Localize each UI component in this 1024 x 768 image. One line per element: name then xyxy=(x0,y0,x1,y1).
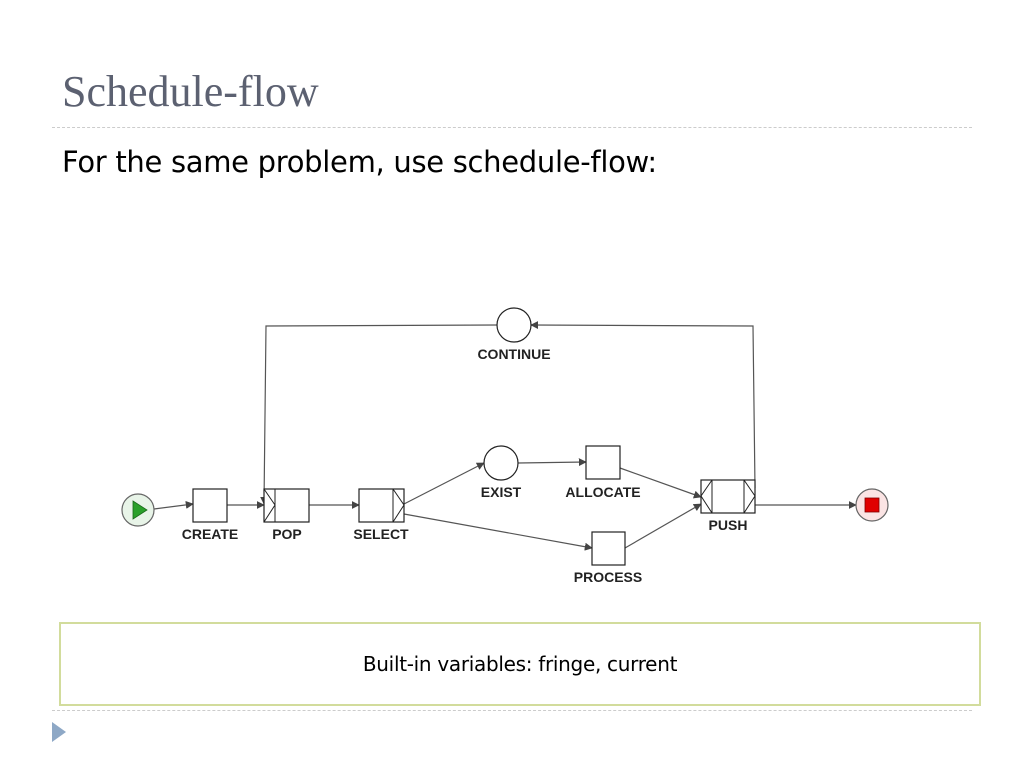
allocate-node xyxy=(585,445,621,480)
bullet-text: For the same problem, use schedule-flow: xyxy=(62,145,657,179)
edge-push-continue xyxy=(530,321,756,489)
continue-node xyxy=(496,307,532,343)
exist-node xyxy=(483,445,519,481)
push-label: PUSH xyxy=(709,517,748,533)
pop-label: POP xyxy=(272,526,302,542)
edge-allocate-push xyxy=(619,467,702,499)
edge-continue-pop xyxy=(260,324,498,505)
end-node xyxy=(855,488,889,522)
pop-node xyxy=(263,488,310,523)
edge-process-push xyxy=(624,503,702,549)
edge-exist-allocate xyxy=(517,458,587,467)
push-node xyxy=(700,479,756,514)
select-node xyxy=(358,488,405,523)
bottom-divider xyxy=(52,710,972,711)
continue-label: CONTINUE xyxy=(477,346,550,362)
note-box: Built-in variables: fringe, current xyxy=(59,622,981,706)
edge-select-exist xyxy=(403,462,485,505)
edges xyxy=(153,321,857,551)
triangle-right-icon xyxy=(52,722,66,742)
edge-start-create xyxy=(153,500,194,510)
create-label: CREATE xyxy=(182,526,239,542)
edge-select-process xyxy=(403,513,593,551)
exist-label: EXIST xyxy=(481,484,522,500)
title-divider xyxy=(52,127,972,128)
select-label: SELECT xyxy=(353,526,409,542)
create-node xyxy=(192,488,228,523)
process-label: PROCESS xyxy=(574,569,642,585)
process-node xyxy=(591,531,626,566)
start-node xyxy=(121,493,155,527)
slide-title: Schedule-flow xyxy=(62,67,319,116)
note-text: Built-in variables: fringe, current xyxy=(362,652,678,676)
allocate-label: ALLOCATE xyxy=(565,484,640,500)
